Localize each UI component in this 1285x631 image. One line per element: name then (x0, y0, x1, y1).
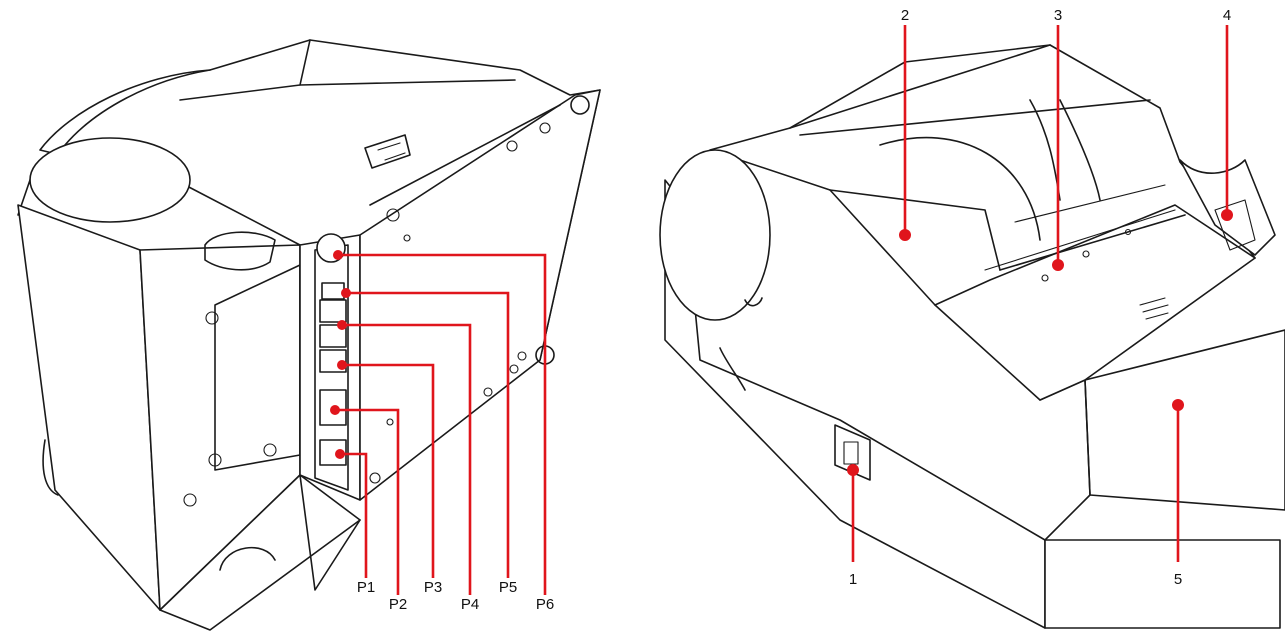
label-2: 2 (901, 7, 909, 24)
printer-rear-view (17, 39, 601, 631)
callout-p2 (330, 405, 400, 595)
callout-p6 (333, 250, 547, 595)
label-3: 3 (1054, 7, 1062, 24)
callout-3 (1052, 25, 1064, 271)
callout-4 (1221, 25, 1233, 221)
label-p4: P4 (461, 596, 479, 613)
callouts-right (847, 25, 1233, 562)
label-4: 4 (1223, 7, 1231, 24)
label-5: 5 (1174, 571, 1182, 588)
labels-right: 1 2 3 4 5 (849, 7, 1231, 588)
callout-p3 (337, 360, 435, 578)
callout-5 (1172, 399, 1184, 562)
labels-left: P1 P2 P3 P4 P5 P6 (357, 579, 554, 613)
label-1: 1 (849, 571, 857, 588)
connector-port-icon (316, 233, 347, 466)
callout-p1 (335, 449, 368, 578)
power-switch-icon (364, 134, 411, 169)
label-p2: P2 (389, 596, 407, 613)
label-p1: P1 (357, 579, 375, 596)
callout-p5 (341, 288, 510, 578)
callout-p4 (337, 320, 472, 595)
callouts-left (330, 250, 547, 595)
label-p5: P5 (499, 579, 517, 596)
label-p3: P3 (424, 579, 442, 596)
callout-2 (899, 25, 911, 241)
paper-roll-icon (29, 137, 191, 223)
label-p6: P6 (536, 596, 554, 613)
callout-1 (847, 464, 859, 562)
power-switch-icon (834, 424, 871, 481)
printer-front-view (659, 44, 1285, 629)
